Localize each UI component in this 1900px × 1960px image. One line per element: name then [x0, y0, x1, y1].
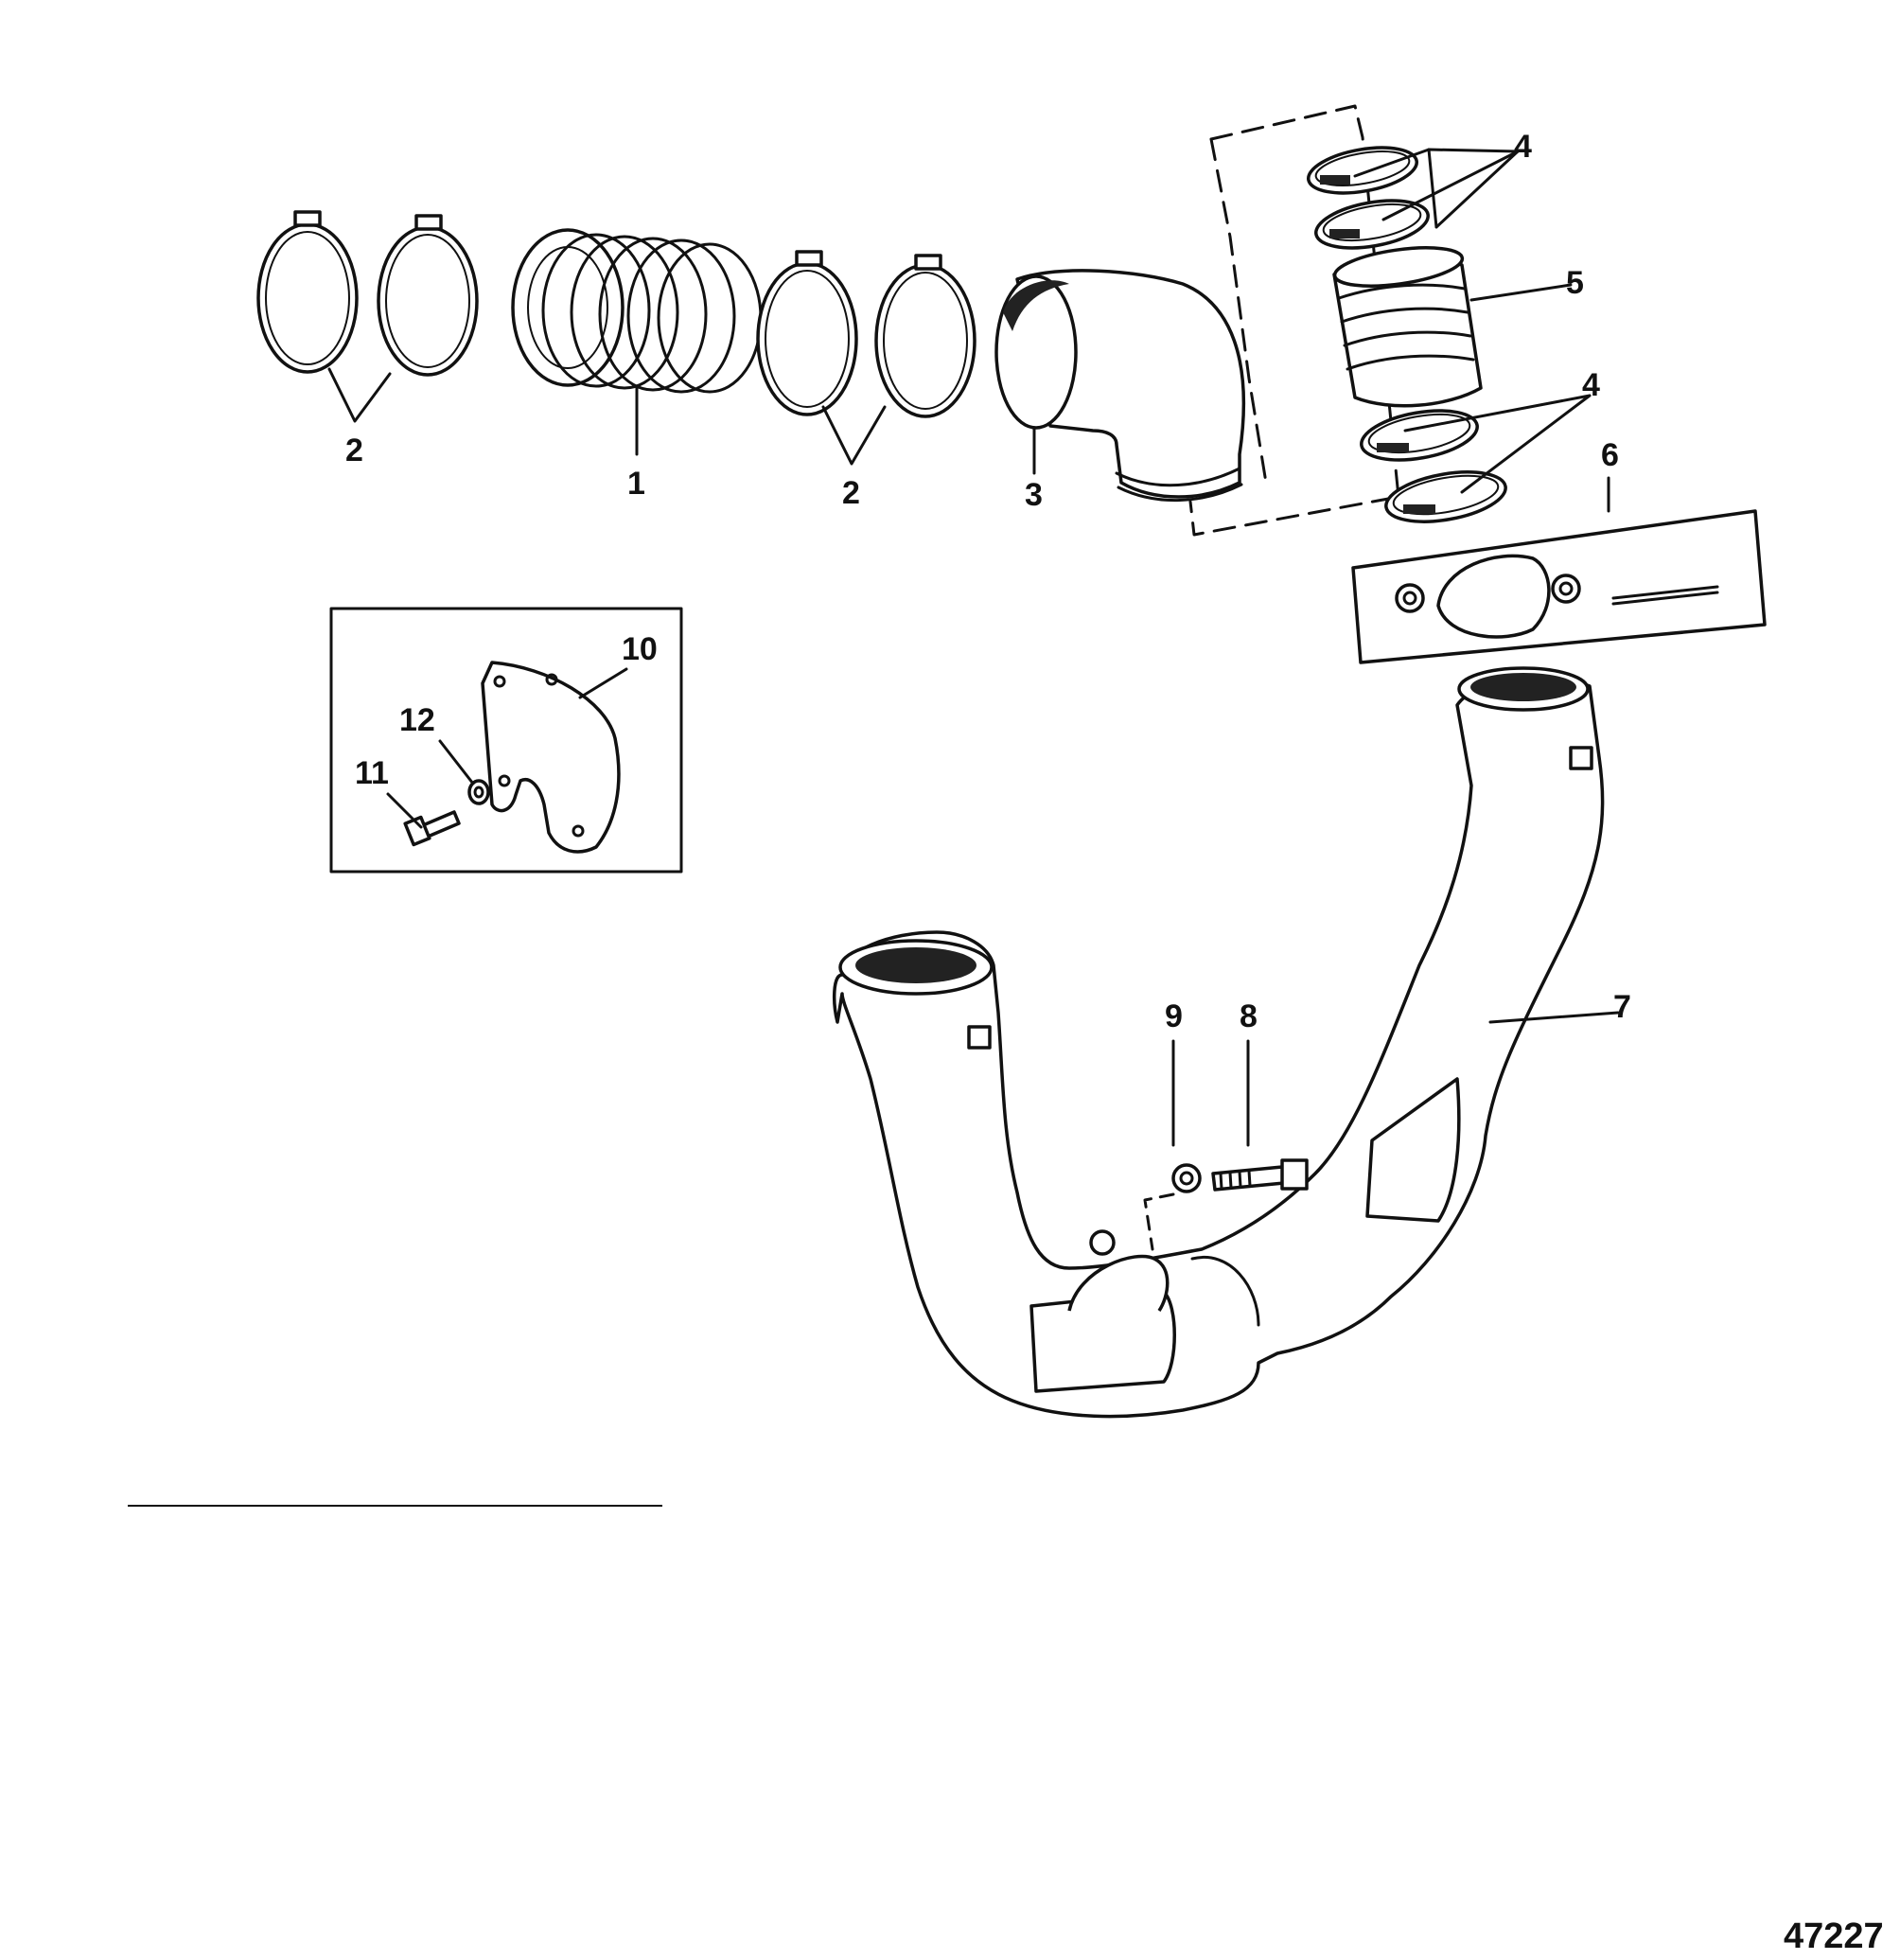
- drawing-number: 47227: [1784, 1916, 1884, 1956]
- hose-clamp-right-2: [874, 254, 976, 418]
- leader-lines: [327, 148, 1620, 1147]
- hose-clamp-right-1: [756, 250, 858, 416]
- callout-10: 10: [622, 631, 658, 667]
- exhaust-y-pipe: [832, 666, 1605, 1419]
- callout-1: 1: [627, 466, 645, 502]
- mounting-bolt: [1211, 1158, 1309, 1192]
- callout-11: 11: [355, 755, 389, 791]
- hose-clamp-left-1: [256, 210, 359, 374]
- exhaust-elbow: [994, 269, 1246, 502]
- inset-detail-box: [329, 607, 683, 874]
- callout-4-top: 4: [1514, 129, 1532, 165]
- transom-plate: [1351, 509, 1767, 664]
- callout-2-left: 2: [345, 433, 363, 468]
- small-clamp-bottom-1: [1360, 409, 1479, 462]
- callout-3: 3: [1025, 477, 1043, 513]
- callout-8: 8: [1240, 998, 1258, 1034]
- callout-5: 5: [1566, 265, 1584, 301]
- callout-4-bottom: 4: [1582, 367, 1600, 403]
- small-clamp-top-2: [1314, 199, 1430, 250]
- callout-2-right: 2: [842, 475, 860, 511]
- small-clamp-top-1: [1307, 146, 1418, 195]
- small-clamp-bottom-2: [1384, 470, 1507, 523]
- callout-6: 6: [1601, 437, 1619, 473]
- exhaust-bellows-hose: [511, 228, 763, 394]
- callout-9: 9: [1165, 998, 1183, 1034]
- callout-7: 7: [1613, 989, 1631, 1025]
- callout-12: 12: [399, 702, 435, 738]
- mounting-nut: [1171, 1163, 1202, 1193]
- exhaust-tube: [1332, 246, 1483, 408]
- hose-clamp-left-2: [377, 214, 479, 377]
